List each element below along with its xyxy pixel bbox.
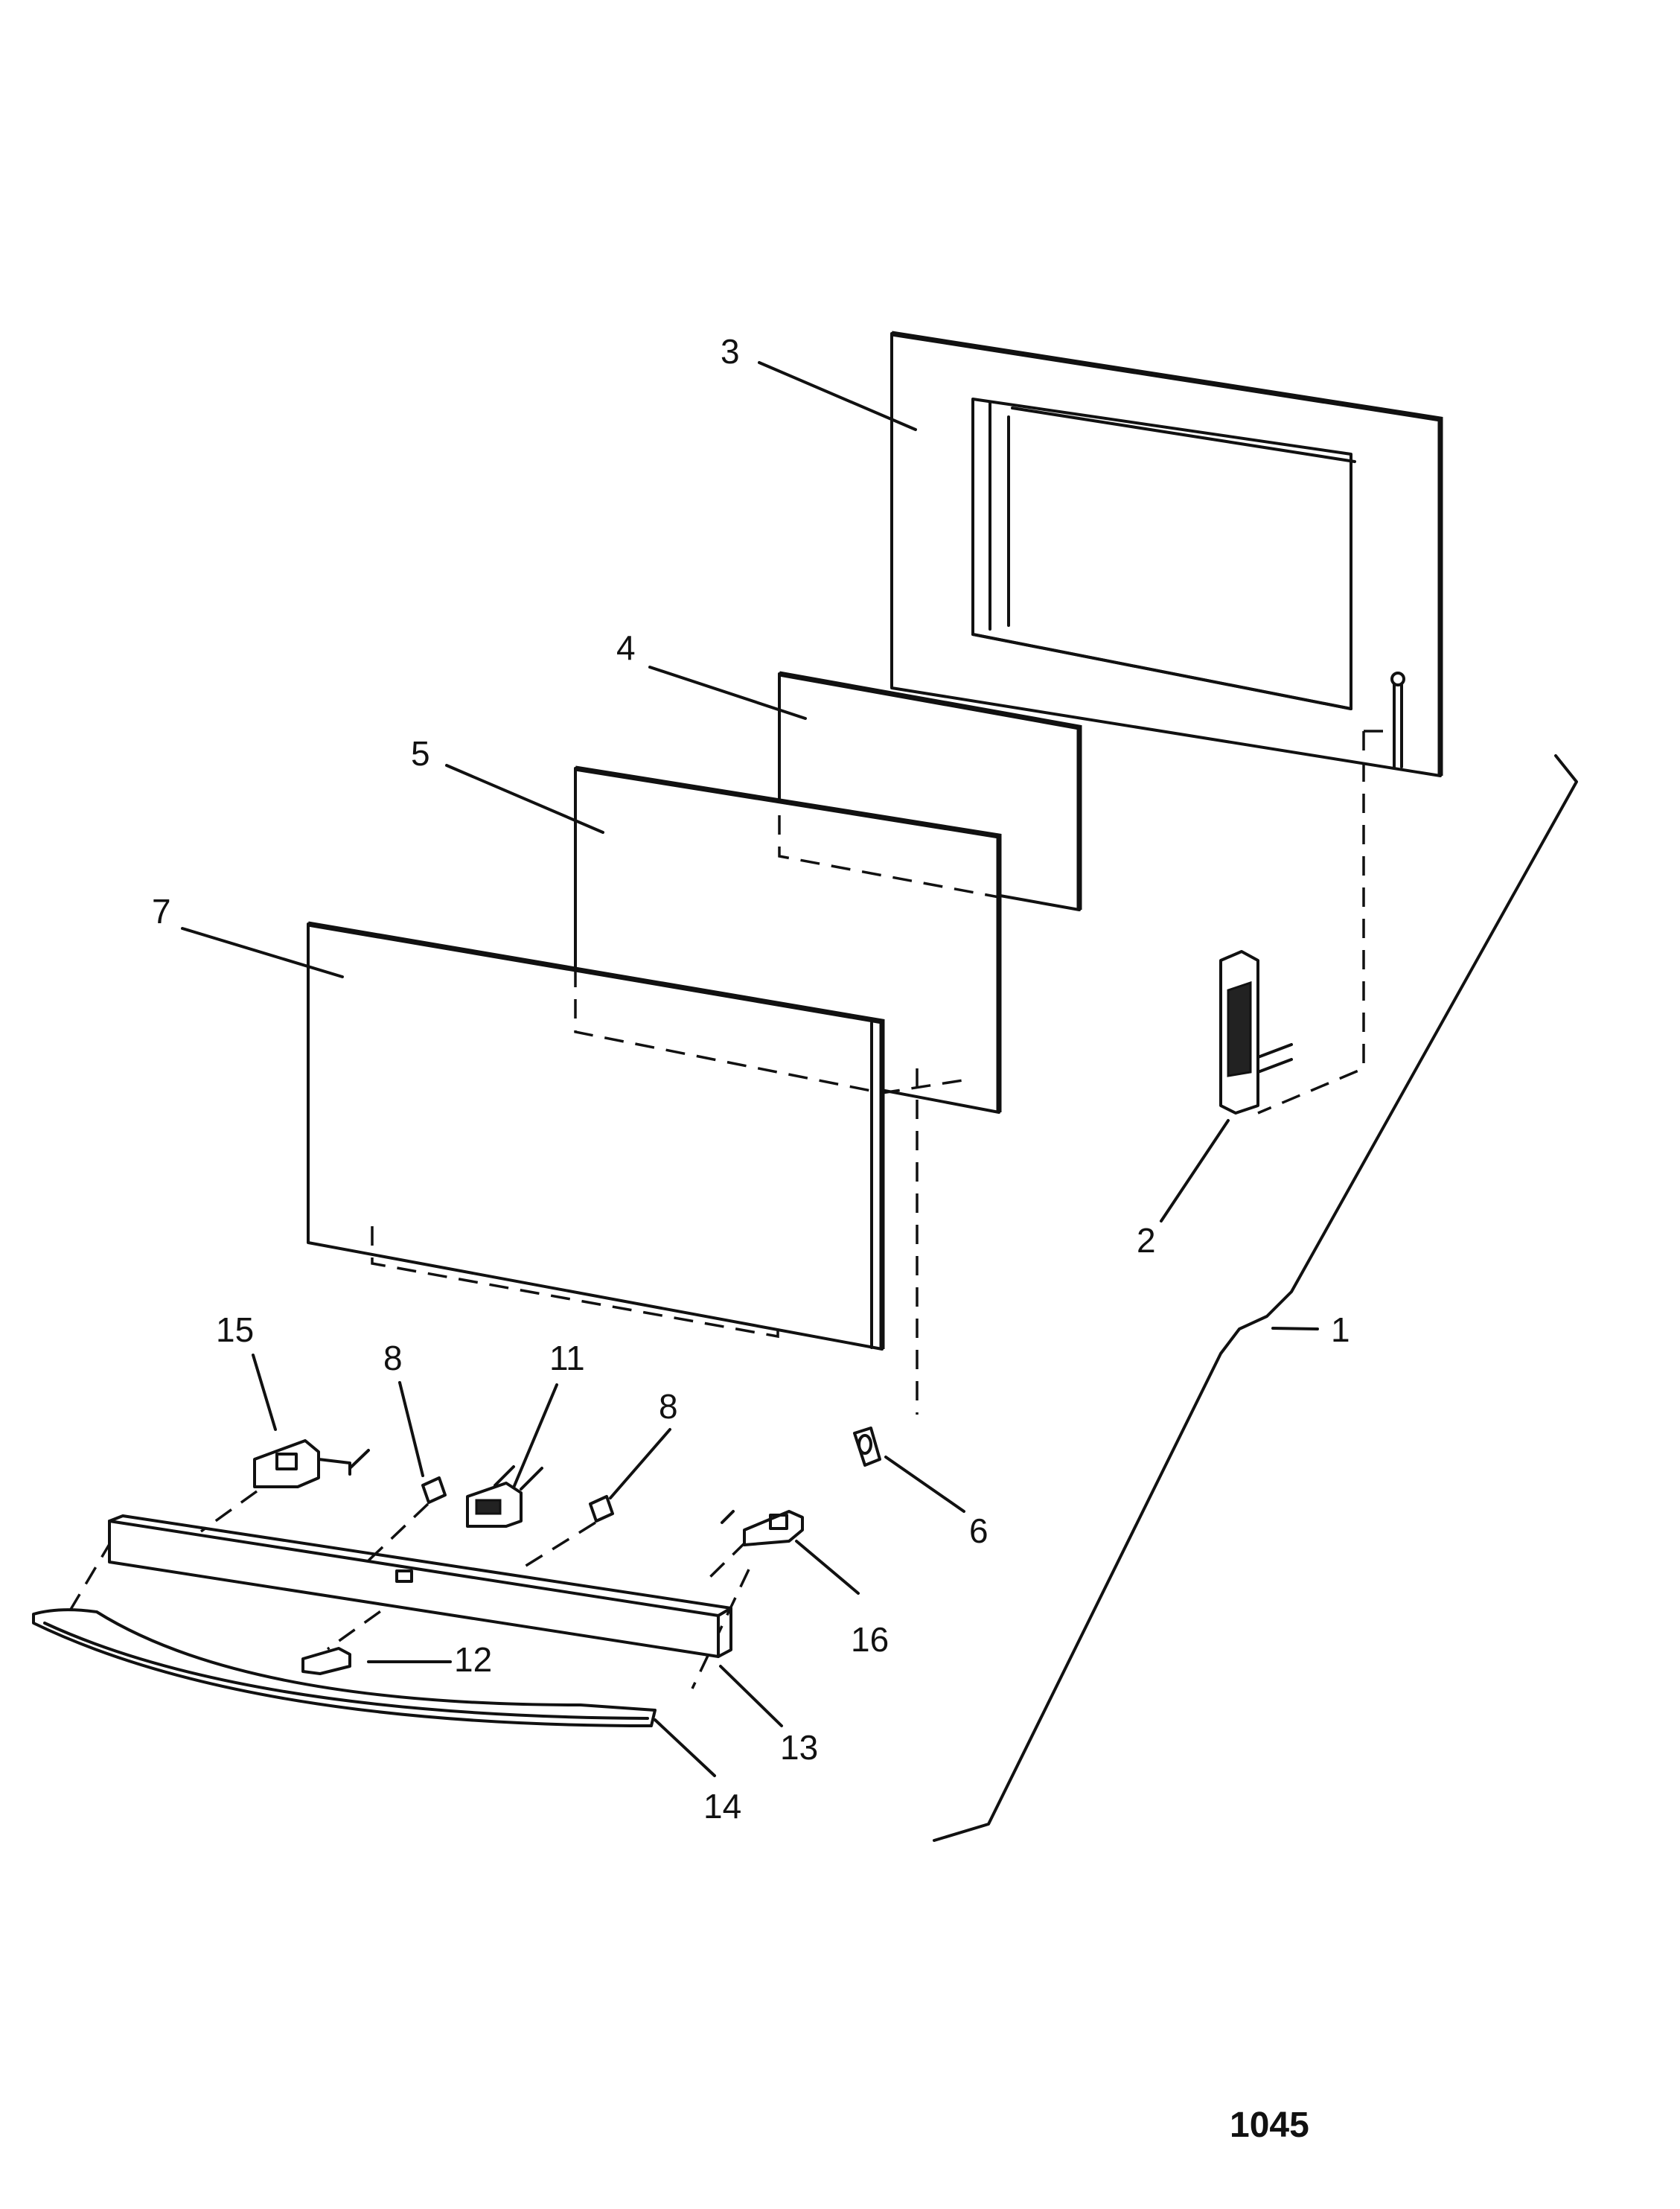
- page-reference: 1045: [1230, 2106, 1309, 2145]
- hidden-lines: [66, 730, 1392, 1689]
- part-8-bumper-left: [421, 1476, 447, 1504]
- callout-1: 1: [1331, 1310, 1350, 1349]
- part-2-handle-end: [1219, 950, 1293, 1115]
- part-15-left-hinge: [253, 1439, 370, 1488]
- part-14-curved-handle: [32, 1608, 657, 1727]
- callout-3: 3: [721, 332, 740, 371]
- callout-6: 6: [969, 1511, 988, 1550]
- callout-4: 4: [616, 628, 636, 667]
- assembly-bracket: [933, 754, 1578, 1842]
- callout-8-right: 8: [659, 1387, 678, 1426]
- callout-2: 2: [1137, 1221, 1156, 1260]
- leader-lines: [181, 361, 1319, 1777]
- callout-13: 13: [780, 1728, 818, 1767]
- part-16-right-hinge: [721, 1510, 804, 1546]
- callout-15: 15: [216, 1310, 254, 1349]
- callout-5: 5: [411, 734, 430, 773]
- part-12-latch-block: [301, 1647, 351, 1675]
- callout-16: 16: [851, 1620, 889, 1659]
- part-7-outer-panel: [307, 921, 885, 1351]
- part-8-bumper-right: [589, 1495, 614, 1523]
- part-13-trim-bar: [108, 1514, 732, 1658]
- callout-11: 11: [549, 1339, 585, 1377]
- callout-8-left: 8: [383, 1339, 403, 1377]
- part-3-door-frame: [890, 331, 1443, 777]
- callout-7: 7: [152, 892, 171, 931]
- callout-14: 14: [703, 1787, 741, 1826]
- part-11-latch: [466, 1465, 543, 1528]
- part-6-clip: [853, 1427, 881, 1467]
- callout-12: 12: [454, 1640, 492, 1679]
